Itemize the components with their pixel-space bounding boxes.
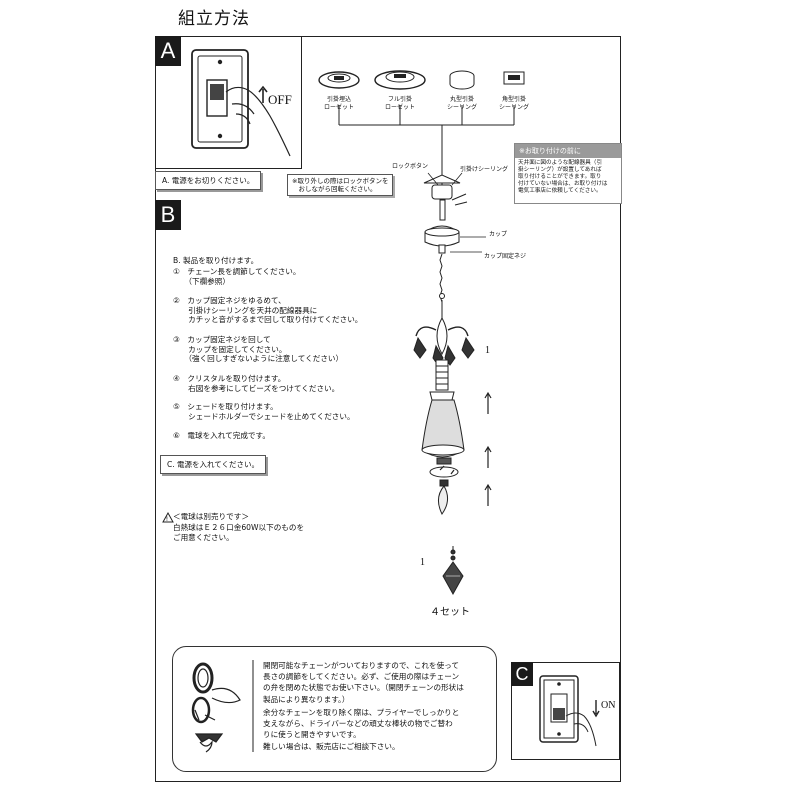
fixture-icons: [318, 70, 525, 185]
warning-box-body: 天井面に図のような配線器具（引 掛シーリング）が設置してあれば 取り付けることが…: [518, 160, 608, 194]
lock-button-label: ロックボタン: [392, 163, 429, 170]
chandelier-illustration: [413, 174, 475, 515]
warning-box-title: ※お取り付けの前に: [515, 144, 621, 158]
set-count: ４セット: [430, 607, 470, 618]
step-4: ④ クリスタルを取り付けます。 右図を参考にしてビーズをつけてください。: [173, 374, 340, 393]
chain-illustrations: [191, 662, 241, 753]
removal-note: ※取り外しの際はロックボタンを おしながら回転ください。: [287, 174, 394, 196]
chain-note-box: [172, 646, 497, 772]
svg-text:!: !: [166, 516, 168, 523]
up-arrows: [484, 391, 492, 506]
marker-1: 1: [485, 345, 490, 356]
fixture-label: フル引掛 ローゼット: [384, 96, 415, 111]
on-label: ON: [601, 700, 616, 711]
warning-icon: [162, 511, 174, 523]
warning-box: ※お取り付けの前に 天井面に図のような配線器具（引 掛シーリング）が設置してあれ…: [514, 143, 622, 204]
section-a-panel: [155, 36, 302, 169]
chain-note-para2: 余分なチェーンを取り除く際は、プライヤーでしっかりと 支えながら、ドライバーなど…: [263, 708, 460, 751]
page-title: 組立方法: [178, 9, 250, 29]
marker-1-detail: 1: [420, 557, 425, 568]
fixture-label: 引掛埋込 ローゼット: [323, 96, 354, 111]
cup-screw-label: カップ固定ネジ: [484, 253, 527, 260]
fixture-label: 角型引掛 シーリング: [498, 96, 529, 111]
section-c-panel: [511, 662, 620, 760]
off-label: OFF: [268, 92, 292, 107]
section-b-heading: B. 製品を取り付けます。: [173, 256, 259, 265]
leader-lines: [427, 172, 486, 253]
section-a-caption: A. 電源をお切りください。: [155, 171, 262, 190]
step-6: ⑥ 電球を入れて完成です。: [173, 431, 270, 440]
chain-note-para1: 開閉可能なチェーンがついておりますので、これを使って 長さの調節をしてください。…: [263, 661, 464, 704]
main-frame: [155, 36, 621, 782]
cup-label: カップ: [489, 231, 508, 238]
step-5: ⑤ シェードを取り付けます。 シェードホルダーでシェードを止めてください。: [173, 402, 355, 421]
crystal-detail: [442, 546, 464, 596]
step-1: ① チェーン長を調節してください。 （下欄参照）: [173, 267, 301, 286]
section-c-badge: C: [511, 662, 533, 686]
step-2: ② カップ固定ネジをゆるめて、 引掛けシーリングを天井の配線器具に カチッと音が…: [173, 296, 363, 325]
section-a-badge: A: [155, 36, 181, 66]
fixture-label: 丸型引掛 シーリング: [446, 96, 477, 111]
switch-off-illustration: [191, 49, 291, 157]
section-c-caption: C. 電源を入れてください。: [160, 455, 267, 474]
section-b-badge: B: [155, 200, 181, 230]
ceiling-label: 引掛けシーリング: [460, 166, 509, 173]
switch-on-illustration: [539, 675, 600, 747]
bulb-note: ＜電球は別売りです＞ 白熱球はＥ２６口金60W以下のものを ご用意ください。: [173, 512, 305, 542]
step-3: ③ カップ固定ネジを回して カップを固定してください。 （強く回しすぎないように…: [173, 335, 344, 364]
